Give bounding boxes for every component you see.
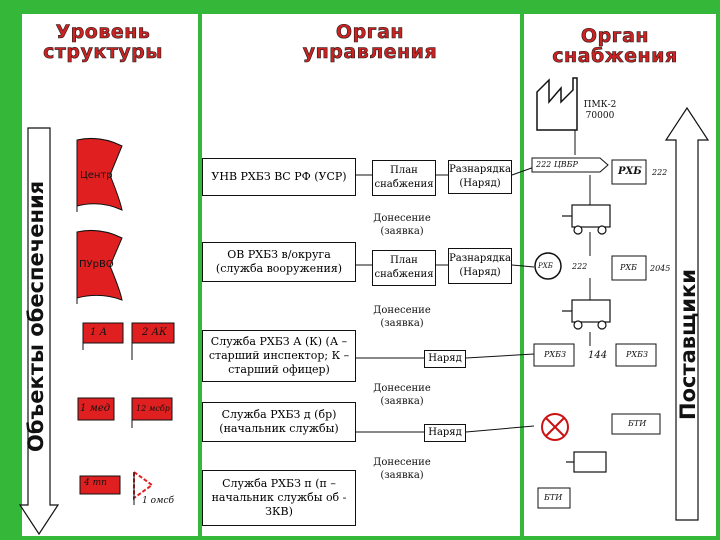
box-ov-rhbz: ОВ РХБЗ в/округа (служба вооружения)	[202, 242, 356, 282]
supply-circle-rhb	[534, 252, 562, 280]
flag-1omsb	[133, 470, 154, 505]
flag-center	[76, 138, 123, 212]
supply-r3-left: РХБЗ	[544, 350, 566, 359]
right-arrow	[664, 106, 710, 521]
box-unv-rhbz: УНВ РХБЗ ВС РФ (УСР)	[202, 158, 356, 196]
report-1: Донесение (заявка)	[373, 213, 431, 237]
box-regiment-service: Служба РХБЗ п (п – начальник службы об -…	[202, 470, 356, 526]
box-brigade-service: Служба РХБЗ д (бр) (начальник службы)	[202, 402, 356, 442]
header-structure-level: Уровень структуры	[43, 21, 163, 63]
supply-r5-left: БТИ	[544, 493, 563, 502]
report-2: Донесение (заявка)	[373, 305, 431, 329]
report-3: Донесение (заявка)	[373, 383, 431, 407]
allocation-2: Разнарядка (Наряд)	[448, 248, 512, 284]
level-pur-vo: ПУрВО	[79, 259, 114, 270]
flag-4tp	[79, 475, 121, 495]
supply-r4-right: БТИ	[628, 419, 647, 428]
order-1: Наряд	[424, 350, 466, 368]
level-4tp: 4 тп	[84, 478, 107, 488]
left-arrow	[18, 127, 60, 536]
left-side-label: Объекты обеспечения	[24, 180, 48, 452]
supply-plan-2: План снабжения	[372, 250, 436, 286]
flag-2ak	[131, 322, 175, 360]
right-side-label: Поставщики	[676, 269, 700, 420]
supply-r3-right: РХБЗ	[626, 350, 648, 359]
pmk-label: ПМК-2 70000	[580, 100, 620, 122]
supply-r2-left: РХБ	[538, 262, 553, 270]
header-supply-body: Орган снабжения	[552, 25, 678, 67]
supply-r1-right: РХБ	[618, 166, 642, 177]
supply-plan-1: План снабжения	[372, 160, 436, 196]
level-2ak: 2 АК	[142, 327, 167, 338]
factory-icon	[536, 77, 578, 131]
supply-box-rhbz-2	[615, 343, 657, 367]
level-1omsb: 1 омсб	[142, 496, 175, 506]
supply-r1-left: 222 ЦВБР	[536, 160, 578, 169]
level-12msbr: 12 мсбр	[136, 404, 170, 413]
supply-box-bti-2	[537, 487, 571, 509]
level-1med: 1 мед	[80, 403, 111, 414]
flag-12msbr	[131, 397, 173, 428]
supply-box-bti-1	[611, 413, 661, 435]
report-4: Донесение (заявка)	[373, 457, 431, 481]
supply-tag-1	[531, 157, 609, 173]
supply-box-rhbz-1	[533, 343, 575, 367]
flag-1med	[77, 397, 115, 421]
supply-box-rhb-1	[611, 159, 647, 185]
pmk-line2: 70000	[585, 111, 615, 121]
level-1a: 1 А	[90, 327, 108, 338]
box-army-service: Служба РХБЗ А (К) (А – старший инспектор…	[202, 330, 356, 382]
flag-1a	[82, 322, 124, 350]
cross-circle-icon	[541, 413, 569, 441]
level-center: Центр	[80, 170, 113, 181]
flag-pur-vo	[76, 230, 123, 304]
pmk-line1: ПМК-2	[583, 100, 617, 110]
allocation-1: Разнарядка (Наряд)	[448, 160, 512, 194]
supply-r2-right: РХБ	[620, 263, 637, 272]
supply-r3-mid: 144	[588, 350, 608, 361]
supply-box-rhb-2	[611, 255, 647, 281]
truck-2	[562, 299, 611, 330]
truck-1	[562, 204, 611, 235]
order-2: Наряд	[424, 424, 466, 442]
supply-r2-num: 2045	[650, 264, 671, 273]
header-management-body: Орган управления	[302, 21, 438, 63]
supply-r2-mid: 222	[572, 262, 588, 271]
supply-r1-num: 222	[652, 168, 668, 177]
truck-3	[566, 451, 607, 473]
